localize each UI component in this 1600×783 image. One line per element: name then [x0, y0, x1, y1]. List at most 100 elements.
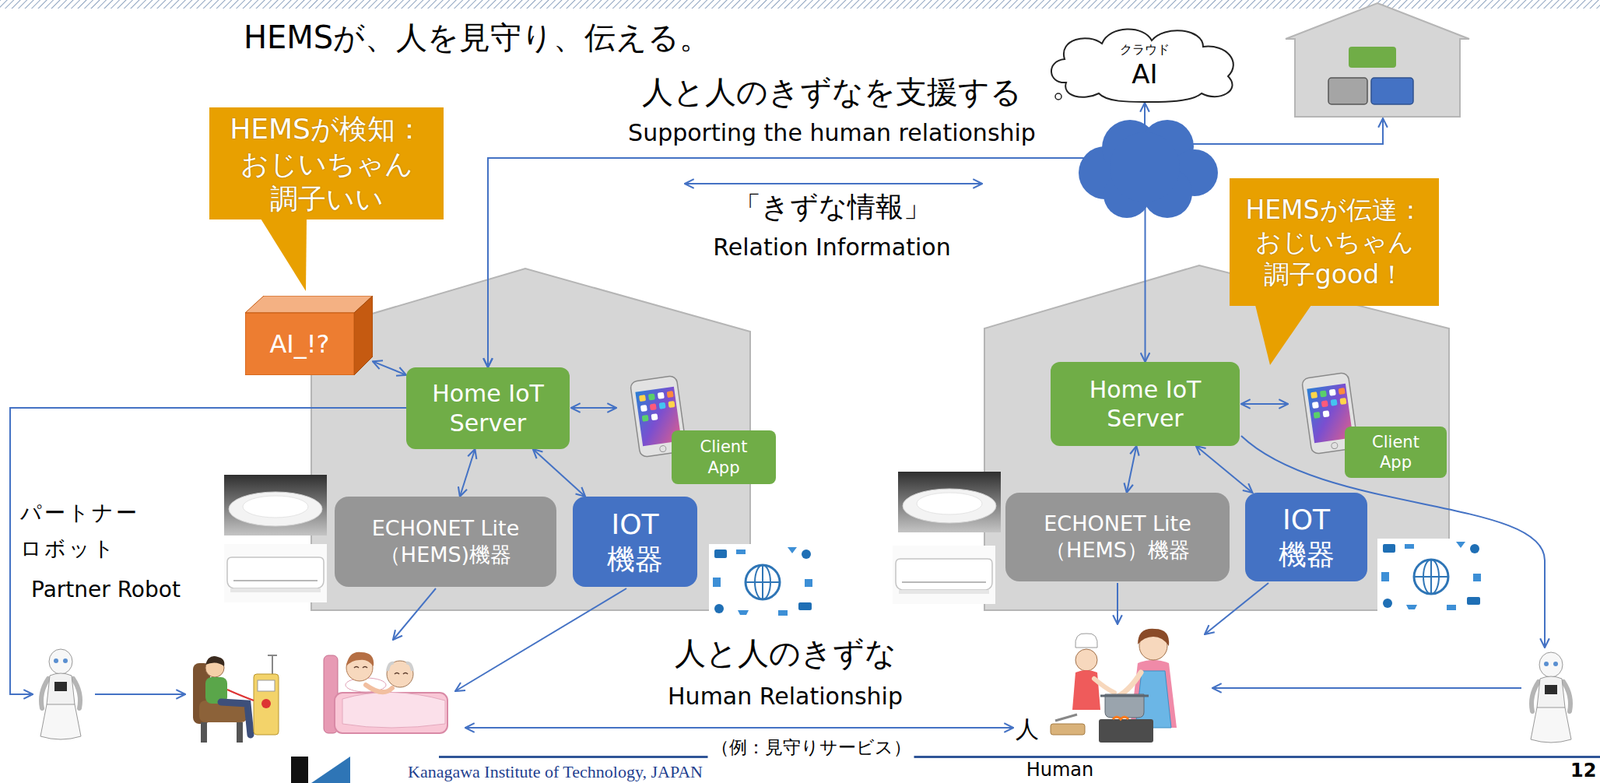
iot-box: IOT 機器 — [572, 496, 698, 587]
layout-arrow — [1204, 582, 1269, 635]
network-cloud — [1078, 119, 1218, 218]
family-cooking-illustration — [1112, 716, 1129, 720]
layout-arrow — [1241, 403, 1288, 405]
family-cooking-illustration — [1072, 670, 1101, 710]
node-text: AI — [1131, 57, 1158, 92]
air-conditioner-photo — [224, 543, 327, 603]
smartphone-photo — [651, 413, 659, 421]
robot-label: パートナー ロボット — [20, 494, 157, 567]
air-conditioner-photo — [227, 557, 324, 589]
node-text: クラウド — [1119, 42, 1170, 58]
box-outline — [354, 295, 373, 376]
smartphone-photo — [642, 414, 650, 422]
patient-in-chair-illustration — [221, 701, 251, 735]
connector — [1196, 445, 1253, 493]
connector — [487, 102, 1145, 368]
elderly-couple-illustration — [323, 652, 448, 734]
elderly-couple-illustration — [354, 666, 408, 675]
patient-in-chair-illustration — [253, 673, 279, 735]
footer — [291, 755, 1600, 783]
echonet-box: ECHONET Lite （HEMS）機器 — [1005, 492, 1230, 582]
box-outline — [245, 312, 355, 376]
family-cooking-illustration — [1100, 694, 1149, 698]
elderly-couple-illustration — [346, 652, 374, 667]
family-cooking-illustration — [1098, 719, 1154, 743]
elderly-couple-illustration — [334, 692, 448, 734]
iot-illustration — [714, 603, 724, 614]
iot-illustration — [714, 549, 727, 558]
layout-arrow — [465, 726, 1014, 729]
elderly-couple-illustration — [342, 691, 446, 728]
iot-illustration — [708, 543, 817, 620]
node-text: Home IoT Server — [1058, 375, 1232, 434]
node-text: IOT 機器 — [582, 506, 688, 577]
smartphone-photo — [667, 400, 675, 408]
partner-robot-illustration — [49, 649, 73, 674]
ceiling-light-photo — [224, 474, 327, 536]
node-text: Home IoT Server — [414, 378, 562, 438]
remote-house — [1328, 77, 1368, 105]
node-text: ECHONET Lite （HEMS）機器 — [1013, 510, 1222, 564]
connector — [372, 361, 407, 375]
callout-box: HEMSが検知： おじいちゃん 調子いい — [209, 107, 444, 220]
elderly-couple-illustration — [386, 660, 414, 688]
partner-robot-illustration — [1530, 652, 1572, 743]
connector — [459, 449, 475, 497]
family-cooking-illustration — [1050, 628, 1177, 743]
connector — [1126, 445, 1137, 493]
ceiling-light-photo — [228, 491, 323, 527]
patient-in-chair-illustration — [261, 698, 271, 709]
connector — [487, 157, 1146, 368]
family-cooking-illustration — [1050, 723, 1085, 735]
cloud-outline — [1051, 28, 1234, 102]
air-conditioner-photo — [892, 545, 996, 604]
smartphone-photo — [649, 403, 657, 411]
patient-in-chair-illustration — [257, 680, 275, 692]
echonet-box: ECHONET Lite （HEMS)機器 — [334, 496, 557, 587]
human-label-english: Human — [1026, 758, 1095, 782]
node-text: HEMSが伝達： おじいちゃん 調子good！ — [1235, 193, 1433, 291]
smartphone-photo — [638, 394, 646, 402]
connector — [533, 449, 586, 497]
layout-arrow — [1182, 118, 1383, 144]
client-app-box: Client App — [1344, 426, 1447, 478]
example-note: （例：見守りサービス） — [708, 736, 915, 759]
callout-box: HEMSが伝達： おじいちゃん 調子good！ — [1229, 178, 1439, 306]
layout-arrow — [94, 693, 186, 695]
node-text: AI_!? — [269, 328, 330, 360]
iot-illustration — [801, 549, 811, 559]
node-text: IOT 機器 — [1254, 501, 1358, 572]
smartphone-photo — [666, 390, 674, 398]
family-cooking-illustration — [1094, 678, 1115, 693]
human-label: 人 — [1015, 715, 1039, 744]
partner-robot-illustration — [54, 681, 67, 692]
relation-label: 「きずな情報」 — [733, 189, 932, 224]
smartphone-photo — [659, 445, 667, 453]
layout-arrow — [571, 407, 617, 409]
partner-robot-illustration — [46, 673, 75, 708]
family-cooking-illustration — [1055, 714, 1078, 721]
family-cooking-illustration — [1105, 694, 1144, 718]
family-cooking-illustration — [1075, 649, 1098, 671]
house-outline — [311, 265, 1450, 611]
callout-pointer — [209, 219, 444, 292]
layout-arrow — [392, 588, 436, 640]
iot-illustration — [798, 602, 812, 611]
subtitle-english: Supporting the human relationship — [628, 119, 1036, 148]
node-text: Client App — [684, 436, 764, 478]
remote-house — [1285, 3, 1470, 117]
subtitle: 人と人のきずなを支援する — [642, 73, 1022, 111]
partner-robot-illustration — [53, 658, 59, 664]
iot-illustration — [745, 564, 780, 600]
robot-label-english: Partner Robot — [31, 576, 181, 604]
air-conditioner-photo — [233, 579, 318, 582]
elderly-couple-illustration — [387, 663, 413, 671]
remote-house — [1348, 46, 1397, 68]
ceiling-light-photo — [242, 495, 309, 518]
layout-arrow — [684, 182, 983, 185]
ai-device-box: AI_!? — [245, 295, 373, 376]
patient-in-chair-illustration — [236, 722, 243, 743]
air-conditioner-photo — [224, 543, 327, 603]
relationship-label: 人と人のきずな — [674, 634, 897, 672]
